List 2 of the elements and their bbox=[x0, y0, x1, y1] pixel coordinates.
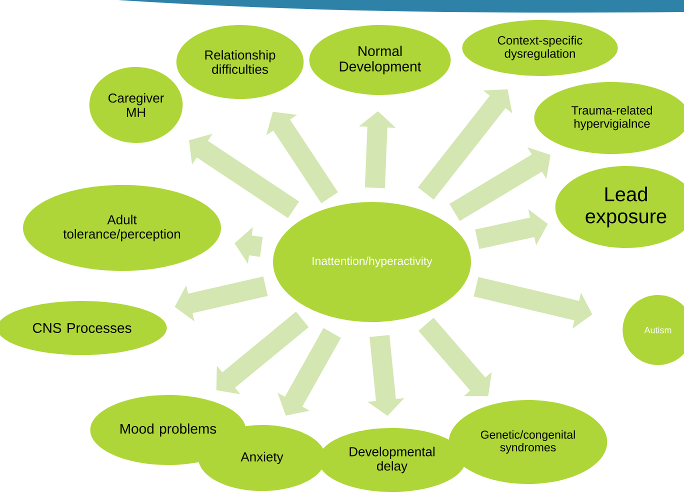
node-label: Developmental delay bbox=[350, 446, 434, 474]
block-arrow bbox=[418, 318, 492, 396]
